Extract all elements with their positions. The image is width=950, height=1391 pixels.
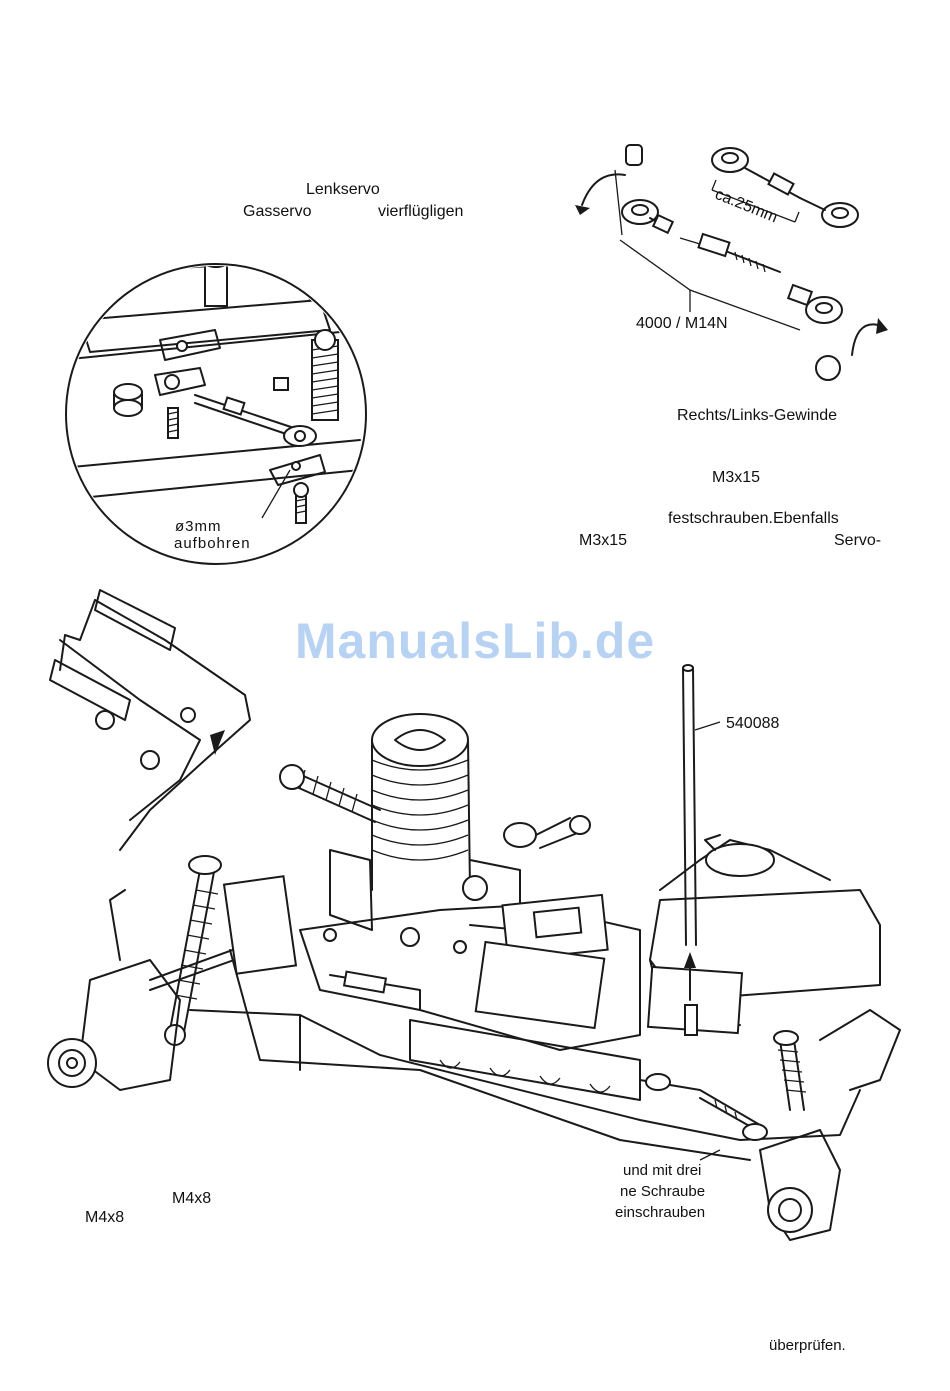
m4x8-label-1: M4x8 [172,1191,211,1207]
lenkservo-label: Lenkservo [306,182,380,198]
engine-drawing [330,714,590,930]
turnbuckle-length-label: ca.25mm [713,186,780,226]
part-number-540088: 540088 [726,716,779,732]
gasservo-label: Gasservo [243,204,311,220]
ne-schraube-label: ne Schraube [620,1184,705,1199]
m4x8-label-2: M4x8 [85,1210,124,1226]
drill-instruction-label: aufbohren [174,536,251,551]
drill-size-label: ø3mm [175,519,222,534]
part-number-4000-m14n: 4000 / M14N [636,316,728,332]
vierfluegligen-label: vierflügligen [378,204,463,220]
turnbuckle-detail: ca.25mm [575,145,888,380]
buggy-chassis-drawing [48,590,900,1240]
m3x15-label-2: M3x15 [579,533,627,549]
m3x15-label-1: M3x15 [712,470,760,486]
einschrauben-label: einschrauben [615,1205,705,1220]
rechts-links-gewinde-label: Rechts/Links-Gewinde [677,408,837,424]
ueberpruefen-label: überprüfen. [769,1338,846,1353]
festschrauben-label: festschrauben.Ebenfalls [668,511,839,527]
und-mit-drei-label: und mit drei [623,1163,701,1178]
servo-label: Servo- [834,533,881,549]
